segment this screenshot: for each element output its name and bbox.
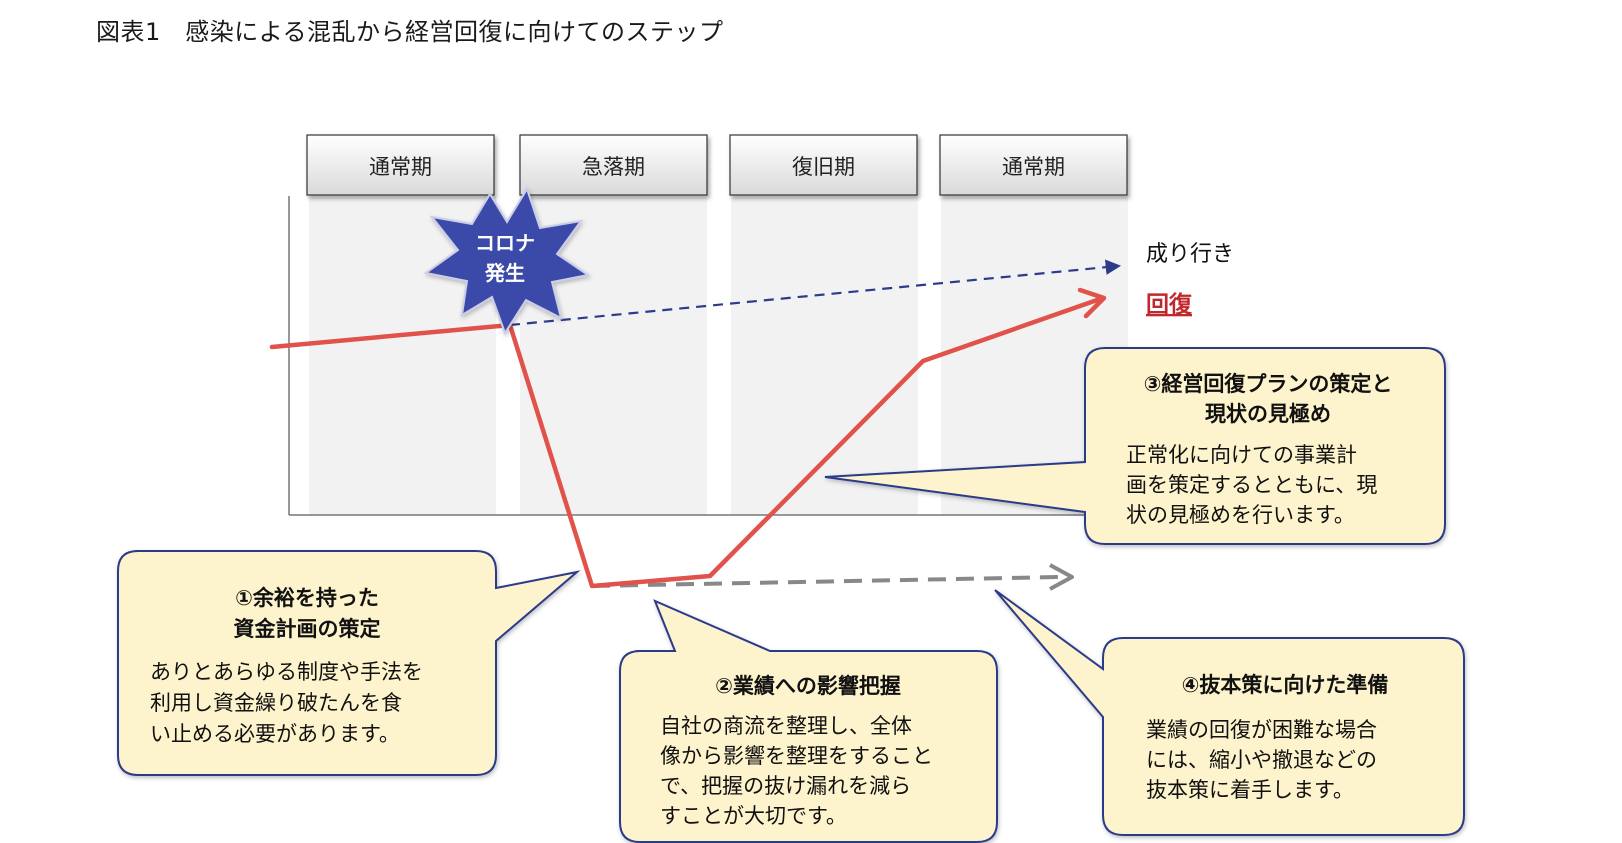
bubble4-title-line1: ④抜本策に向けた準備 [1182, 673, 1389, 697]
bubble2-title-line1: ②業績への影響把握 [715, 674, 901, 698]
corona-burst-shape [423, 186, 591, 336]
bubble1-title-line2: 資金計画の策定 [234, 617, 381, 641]
callout-bubble-1 [117, 550, 581, 776]
phase-header-3: 復旧期 [729, 134, 918, 196]
phase-label-4: 通常期 [1002, 155, 1065, 179]
bubble3-title-line2: 現状の見極め [1205, 402, 1331, 426]
bubble3-body-line3: 状の見極めを行います。 [1126, 503, 1355, 527]
bubble1-title-line1: ①余裕を持った [235, 586, 379, 610]
corona-label-line2: 発生 [484, 261, 525, 285]
phase-header-1: 通常期 [306, 134, 495, 196]
bubble3-title-line1: ③経営回復プランの策定と [1144, 372, 1393, 396]
phase-label-1: 通常期 [369, 155, 432, 179]
phase-header-4: 通常期 [939, 134, 1128, 196]
callout-bubble-3 [824, 347, 1446, 545]
axes [288, 196, 1130, 516]
bubble2-body-line2: 像から影響を整理をすること [660, 744, 933, 768]
main-performance-line [269, 287, 1107, 589]
figure-title: 図表1 感染による混乱から経営回復に向けてのステップ [96, 18, 724, 46]
bubble3-body-line1: 正常化に向けての事業計 [1126, 443, 1357, 467]
bubble4-body-line2: には、縮小や撤退などの [1146, 748, 1377, 772]
callout-text-4: ④抜本策に向けた準備 業績の回復が困難な場合 には、縮小や撤退などの 抜本策に着… [1146, 673, 1388, 802]
trend-label: 成り行き [1146, 242, 1234, 267]
phase-label-2: 急落期 [582, 155, 645, 179]
bubble2-body-line4: すことが大切です。 [660, 804, 847, 828]
corona-label-line1: コロナ [475, 231, 535, 255]
corona-burst: コロナ 発生 [423, 186, 591, 336]
bubble2-body-line1: 自社の商流を整理し、全体 [660, 714, 912, 738]
bubble3-body-line2: 画を策定するとともに、現 [1126, 473, 1377, 497]
phase-header-2: 急落期 [519, 134, 708, 196]
bubble1-body-line3: い止める必要があります。 [150, 722, 400, 746]
callout-bubble-2 [619, 599, 998, 843]
callout-text-2: ②業績への影響把握 自社の商流を整理し、全体 像から影響を整理をすること で、把… [660, 674, 933, 828]
bubble4-body-line3: 抜本策に着手します。 [1146, 778, 1354, 802]
phase-headers: 通常期 急落期 復旧期 通常期 [306, 134, 1128, 196]
callout-bubble-4 [994, 589, 1465, 836]
phase-column-3 [731, 197, 918, 515]
callout-text-3: ③経営回復プランの策定と 現状の見極め 正常化に向けての事業計 画を策定するとと… [1126, 372, 1392, 527]
callout-text-1: ①余裕を持った 資金計画の策定 ありとあらゆる制度や手法を 利用し資金繰り破たん… [150, 586, 423, 746]
recovery-label: 回復 [1146, 291, 1193, 318]
bubble4-body-line1: 業績の回復が困難な場合 [1146, 718, 1377, 742]
decline-dashed-arrow [591, 563, 1074, 591]
bubble2-body-line3: で、把握の抜け漏れを減ら [660, 774, 911, 798]
bubble1-body-line1: ありとあらゆる制度や手法を [150, 660, 423, 684]
bubble1-body-line2: 利用し資金繰り破たんを食 [150, 691, 402, 715]
phase-label-3: 復旧期 [792, 155, 855, 179]
